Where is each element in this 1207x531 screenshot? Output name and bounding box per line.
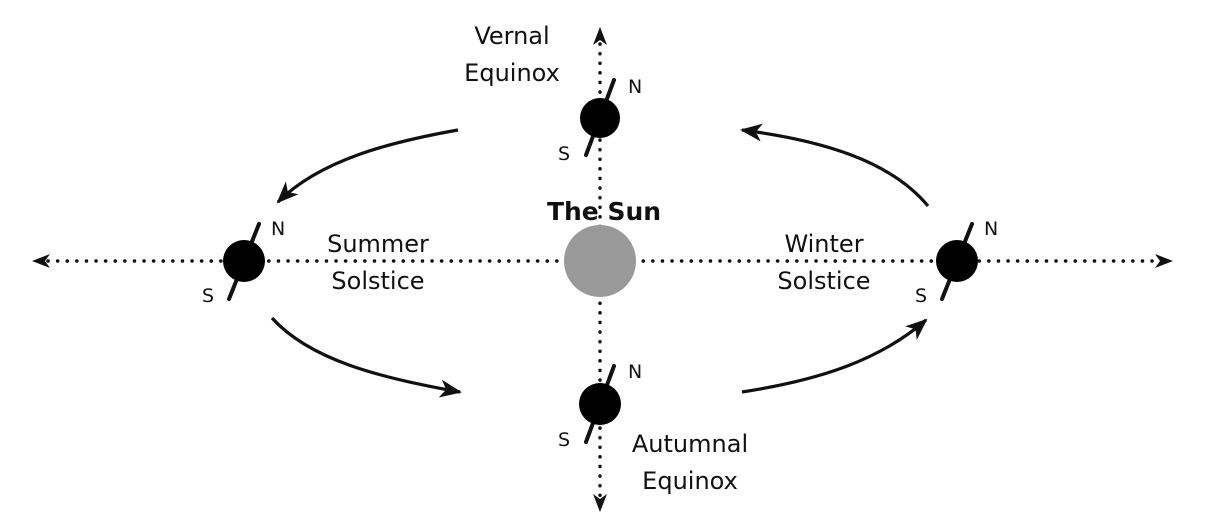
summer-label-line2: Solstice: [331, 267, 424, 295]
north-label-summer: N: [271, 218, 285, 240]
north-label-autumnal: N: [628, 361, 642, 383]
axis-arrow-down-icon: [593, 494, 607, 512]
earth-winter-icon: [936, 240, 978, 282]
earth-summer-icon: [223, 240, 265, 282]
winter-label-line2: Solstice: [777, 267, 870, 295]
earth-summer-solstice: N S Summer Solstice: [202, 218, 429, 307]
autumnal-label-line1: Autumnal: [632, 430, 748, 458]
earth-vernal-icon: [580, 98, 620, 138]
orbit-arrow-bottom-right: [741, 318, 928, 394]
orbit-arrow-top-left: [276, 128, 459, 204]
vernal-label-line2: Equinox: [464, 59, 560, 87]
north-label-vernal: N: [628, 76, 642, 98]
horizontal-axis: [32, 254, 1173, 268]
winter-label-line1: Winter: [784, 230, 863, 258]
south-label-summer: S: [202, 285, 214, 307]
sun-title: The Sun: [547, 197, 661, 226]
axis-arrow-left-icon: [32, 254, 50, 268]
vernal-label-line1: Vernal: [474, 22, 549, 50]
autumnal-label-line2: Equinox: [642, 467, 738, 495]
south-label-autumnal: S: [558, 429, 570, 451]
north-label-winter: N: [984, 218, 998, 240]
sun-disc: [564, 225, 636, 297]
earth-autumnal-equinox: N S Autumnal Equinox: [558, 361, 748, 495]
summer-label-line1: Summer: [327, 230, 429, 258]
axis-arrow-right-icon: [1155, 254, 1173, 268]
sun: The Sun: [547, 197, 661, 297]
orbit-arrow-top-right: [740, 123, 930, 208]
south-label-winter: S: [915, 285, 927, 307]
earth-autumnal-icon: [579, 383, 621, 425]
earth-winter-solstice: N S Winter Solstice: [777, 218, 998, 307]
axis-arrow-up-icon: [593, 27, 607, 45]
south-label-vernal: S: [558, 143, 570, 165]
orbit-arrow-bottom-left: [270, 316, 462, 398]
earth-vernal-equinox: N S Vernal Equinox: [464, 22, 642, 165]
